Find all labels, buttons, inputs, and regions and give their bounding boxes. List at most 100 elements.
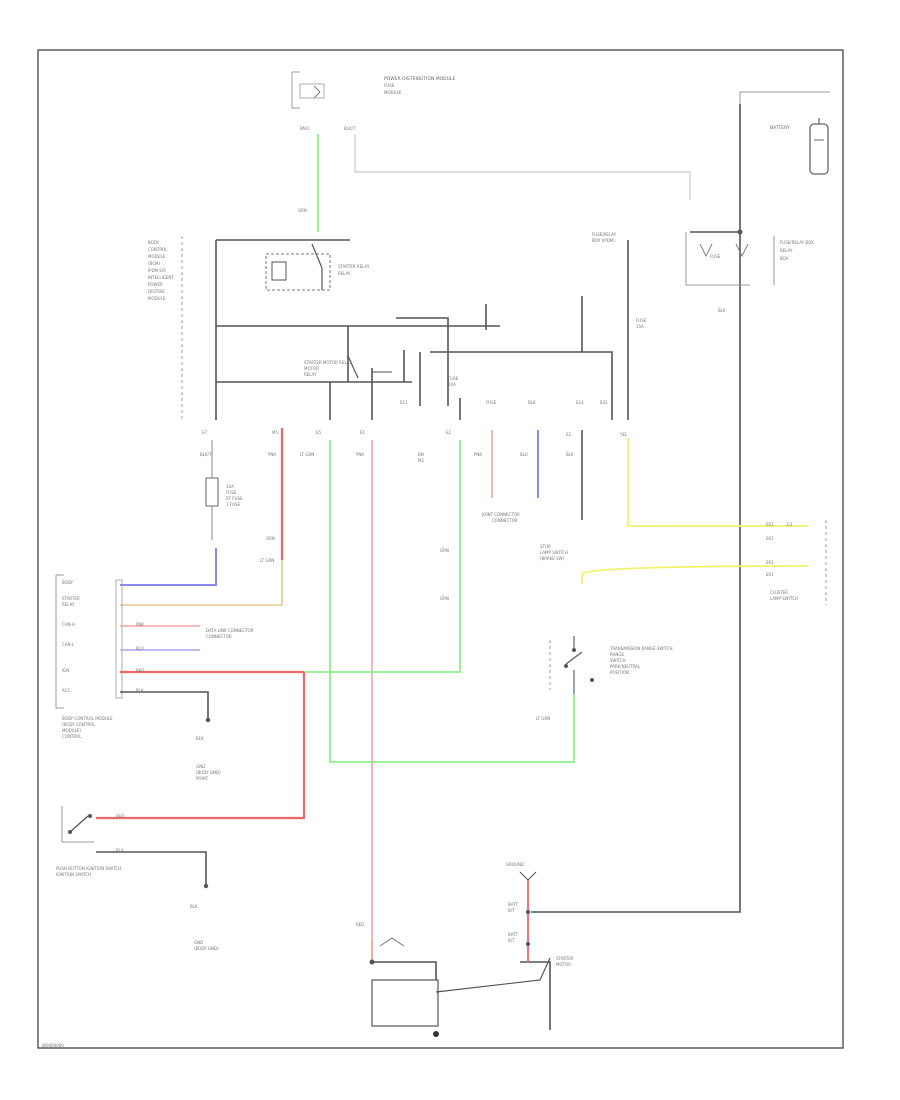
svg-text:BOX (IPDM): BOX (IPDM) [592, 238, 615, 243]
starter-motor: RED STARTER MOTOR [356, 922, 574, 1037]
push-button-ignition-switch: PUSH BUTTON IGNITION SWITCH IGNITION SWI… [56, 806, 219, 951]
svg-text:CONTROL: CONTROL [148, 247, 168, 252]
svg-text:M2: M2 [418, 458, 424, 463]
svg-text:FUSE: FUSE [384, 83, 395, 88]
diagram-frame [37, 49, 844, 1049]
svg-text:BATT: BATT [508, 932, 519, 937]
svg-text:BN/1: BN/1 [300, 126, 310, 131]
svg-text:BLU: BLU [520, 452, 528, 457]
svg-text:E61: E61 [766, 536, 774, 541]
svg-text:(BODY CONTROL: (BODY CONTROL [62, 722, 96, 727]
svg-text:PNK: PNK [268, 452, 276, 457]
svg-text:POINT: POINT [196, 776, 209, 781]
svg-text:10A: 10A [448, 382, 456, 387]
svg-text:RELAY: RELAY [780, 248, 793, 253]
svg-text:RED: RED [116, 814, 124, 819]
svg-text:BATT: BATT [508, 902, 519, 907]
svg-text:CONNECTOR: CONNECTOR [206, 634, 232, 639]
svg-text:RED: RED [356, 922, 364, 927]
svg-text:B/T: B/T [508, 938, 515, 943]
transmission-range-switch-label: TRANSMISSION RANGE SWITCH [609, 646, 673, 651]
svg-text:RELAY: RELAY [338, 271, 351, 276]
svg-text:POSITION: POSITION [610, 670, 629, 675]
svg-text:E2: E2 [566, 432, 572, 437]
starter-relay: STARTER RELAY RELAY [265, 243, 370, 291]
svg-text:CAN-H: CAN-H [62, 622, 75, 627]
svg-text:E61: E61 [766, 560, 774, 565]
svg-text:E11: E11 [400, 400, 408, 405]
svg-text:FUSE: FUSE [636, 318, 647, 323]
svg-text:CONTROL: CONTROL [62, 734, 82, 739]
svg-text:BLK: BLK [136, 688, 144, 693]
svg-text:LT GRN: LT GRN [260, 558, 274, 563]
svg-text:MODULE: MODULE [148, 254, 166, 259]
svg-text:GRN: GRN [440, 548, 449, 553]
ground-label: GROUND [506, 862, 524, 867]
svg-text:BLK: BLK [190, 904, 198, 909]
svg-text:CAN-L: CAN-L [62, 642, 75, 647]
svg-text:BLU: BLU [136, 646, 144, 651]
svg-text:E1: E1 [360, 430, 366, 435]
starter-motor-relay-label: STARTER MOTOR RELAY [304, 360, 352, 365]
bcm-label-top: BODY CONTROL MODULE (BCM) IPDM E/R INTEL… [148, 236, 183, 420]
svg-text:BLK: BLK [528, 400, 536, 405]
fuse-relay-box: FUSE FUSE/RELAY BOX RELAY BOX BLK [685, 229, 814, 313]
svg-text:E7: E7 [202, 430, 208, 435]
svg-text:BN: BN [418, 452, 424, 457]
svg-text:INTELLIGENT: INTELLIGENT [148, 275, 174, 280]
svg-text:STOP: STOP [540, 544, 551, 549]
svg-text:E2: E2 [446, 430, 452, 435]
fuse-left: 10A FUSE ST FUSE 1 FUSE [205, 440, 243, 540]
svg-text:MOTOR: MOTOR [556, 962, 571, 967]
svg-text:E14: E14 [576, 400, 584, 405]
starter-motor-relay: STARTER MOTOR RELAY MOTOR RELAY [304, 355, 392, 379]
svg-text:IGN: IGN [62, 668, 69, 673]
svg-text:LT GRN: LT GRN [300, 452, 314, 457]
fuse-relay-box-label: FUSE/RELAY BOX [780, 240, 814, 245]
svg-text:(BODY GND): (BODY GND) [194, 946, 219, 951]
svg-text:BLK: BLK [718, 308, 726, 313]
svg-text:ACC: ACC [62, 688, 70, 693]
svg-text:E61: E61 [766, 522, 774, 527]
cluster-label: CLUSTER [770, 590, 788, 595]
svg-text:RELAY: RELAY [304, 372, 317, 377]
svg-text:RANGE: RANGE [610, 652, 624, 657]
svg-text:IPDM E/R: IPDM E/R [148, 268, 166, 273]
svg-text:BLK: BLK [566, 452, 574, 457]
svg-text:LAMP SWITCH: LAMP SWITCH [540, 550, 568, 555]
svg-text:RED: RED [136, 668, 144, 673]
svg-text:MODULE: MODULE [148, 296, 166, 301]
svg-text:FUSE: FUSE [710, 254, 721, 259]
svg-text:RELAY: RELAY [62, 602, 75, 607]
svg-text:FUSE: FUSE [448, 376, 459, 381]
svg-text:FUSE/RELAY: FUSE/RELAY [592, 232, 617, 237]
svg-text:PARK/NEUTRAL: PARK/NEUTRAL [610, 664, 641, 669]
battery-label: BATTERY [770, 125, 790, 131]
svg-text:2/3: 2/3 [786, 522, 793, 527]
svg-text:(BODY GND): (BODY GND) [196, 770, 221, 775]
svg-text:BLK/T: BLK/T [200, 452, 212, 457]
svg-text:M5: M5 [272, 430, 278, 435]
svg-text:E61: E61 [766, 572, 774, 577]
svg-text:BODY: BODY [62, 580, 74, 585]
svg-text:(BRAKE SW): (BRAKE SW) [540, 556, 565, 561]
svg-text:PNK: PNK [136, 622, 144, 627]
svg-text:FUSE: FUSE [486, 400, 497, 405]
svg-text:DISTRIB.: DISTRIB. [148, 289, 165, 294]
svg-text:POWER: POWER [148, 282, 163, 287]
ground-point: GROUND BATT B/T BATT B/T [506, 862, 537, 962]
svg-text:1 FUSE: 1 FUSE [226, 502, 241, 507]
power-module-block: POWER DISTRIBUTION MODULE FUSE MODULE BN… [291, 71, 455, 131]
svg-text:SWITCH: SWITCH [610, 658, 626, 663]
svg-text:STARTER: STARTER [62, 596, 80, 601]
svg-text:PNK: PNK [474, 452, 482, 457]
push-button-switch-label: PUSH BUTTON IGNITION SWITCH [56, 866, 121, 871]
body-control-module: BODY STARTER RELAY CAN-H CAN-L IGN ACC B… [55, 574, 123, 739]
svg-text:(BCM): (BCM) [148, 261, 160, 266]
svg-text:IGNITION SWITCH: IGNITION SWITCH [56, 872, 91, 877]
bcm-label: BODY CONTROL MODULE [62, 716, 113, 721]
svg-text:GND: GND [196, 764, 205, 769]
svg-text:PNK: PNK [356, 452, 364, 457]
power-module-label: POWER DISTRIBUTION MODULE [384, 76, 455, 82]
